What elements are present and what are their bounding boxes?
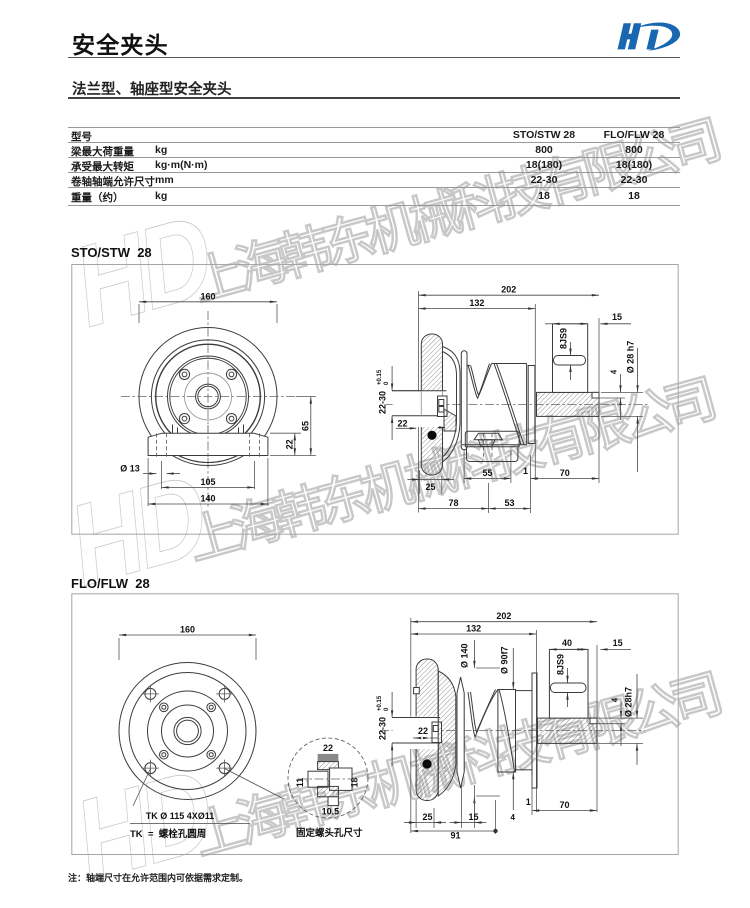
svg-text:78: 78: [448, 498, 458, 508]
svg-text:0: 0: [384, 707, 390, 711]
svg-text:40: 40: [562, 638, 572, 648]
svg-text:TK = 螺栓孔圆周: TK = 螺栓孔圆周: [130, 828, 206, 840]
svg-text:Ø 28 h7: Ø 28 h7: [626, 341, 636, 374]
svg-text:25: 25: [422, 812, 432, 822]
svg-text:18: 18: [350, 777, 360, 787]
svg-text:105: 105: [200, 477, 215, 487]
svg-text:25: 25: [425, 482, 435, 492]
svg-text:TK Ø 115 4XØ11: TK Ø 115 4XØ11: [146, 811, 215, 821]
svg-text:22: 22: [397, 419, 407, 429]
svg-text:15: 15: [468, 812, 478, 822]
svg-text:53: 53: [504, 498, 514, 508]
svg-text:4: 4: [610, 369, 619, 374]
svg-text:Ø 140: Ø 140: [460, 643, 470, 668]
svg-text:132: 132: [469, 298, 484, 308]
svg-text:Ø 90f7: Ø 90f7: [500, 646, 510, 674]
svg-text:固定螺头孔尺寸: 固定螺头孔尺寸: [296, 827, 363, 839]
svg-text:132: 132: [466, 624, 481, 634]
svg-text:4: 4: [611, 697, 620, 702]
svg-text:202: 202: [496, 611, 511, 621]
svg-text:91: 91: [450, 831, 460, 841]
svg-text:0: 0: [384, 381, 390, 385]
svg-text:8JS9: 8JS9: [556, 654, 566, 675]
svg-text:22: 22: [418, 726, 428, 736]
svg-text:1: 1: [523, 466, 528, 476]
svg-text:4: 4: [510, 813, 515, 822]
svg-text:22-30: 22-30: [378, 391, 388, 414]
svg-text:202: 202: [501, 285, 516, 295]
svg-text:15: 15: [613, 638, 623, 648]
svg-text:65: 65: [300, 421, 310, 431]
svg-text:+0.15: +0.15: [377, 695, 383, 711]
svg-text:70: 70: [560, 468, 570, 478]
svg-text:11: 11: [295, 778, 305, 788]
svg-text:22: 22: [284, 439, 294, 449]
svg-text:70: 70: [559, 800, 569, 810]
svg-text:22-30: 22-30: [378, 717, 388, 740]
svg-text:55: 55: [482, 468, 492, 478]
svg-text:160: 160: [180, 625, 195, 635]
svg-text:10.5: 10.5: [322, 807, 340, 817]
svg-text:+0.15: +0.15: [377, 369, 383, 385]
svg-text:Ø 28h7: Ø 28h7: [624, 687, 634, 717]
svg-text:22: 22: [323, 743, 333, 753]
svg-text:Ø 13: Ø 13: [120, 464, 140, 474]
svg-text:160: 160: [200, 291, 215, 301]
svg-text:8JS9: 8JS9: [559, 328, 569, 349]
svg-text:1: 1: [526, 797, 531, 807]
svg-text:15: 15: [612, 312, 622, 322]
svg-text:140: 140: [200, 494, 215, 504]
